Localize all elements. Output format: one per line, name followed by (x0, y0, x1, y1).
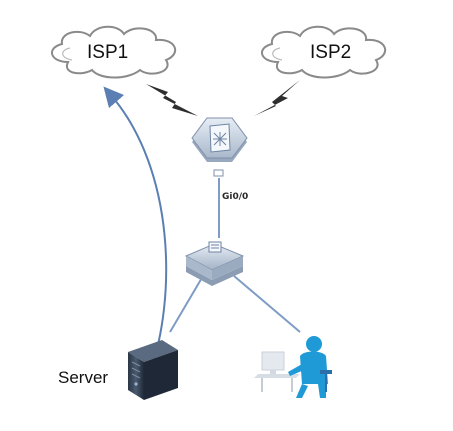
server-to-isp1-arrow (103, 86, 168, 373)
switch-icon (184, 241, 245, 286)
server-label: Server (58, 368, 109, 387)
switch-server-link (169, 275, 204, 333)
isp1-wan-link-lightning-icon (146, 84, 198, 116)
server-icon (128, 340, 178, 400)
router-port-label: Gi0/0 (222, 192, 249, 202)
isp2-wan-link-lightning-icon (254, 80, 300, 116)
isp1-label: ISP1 (87, 42, 129, 63)
pc-user-icon (254, 336, 332, 398)
switch-pc-link (233, 275, 301, 333)
router-icon (191, 117, 248, 177)
isp2-label: ISP2 (310, 42, 352, 63)
isp1-cloud-icon (51, 25, 177, 79)
isp2-cloud-icon (261, 25, 387, 79)
